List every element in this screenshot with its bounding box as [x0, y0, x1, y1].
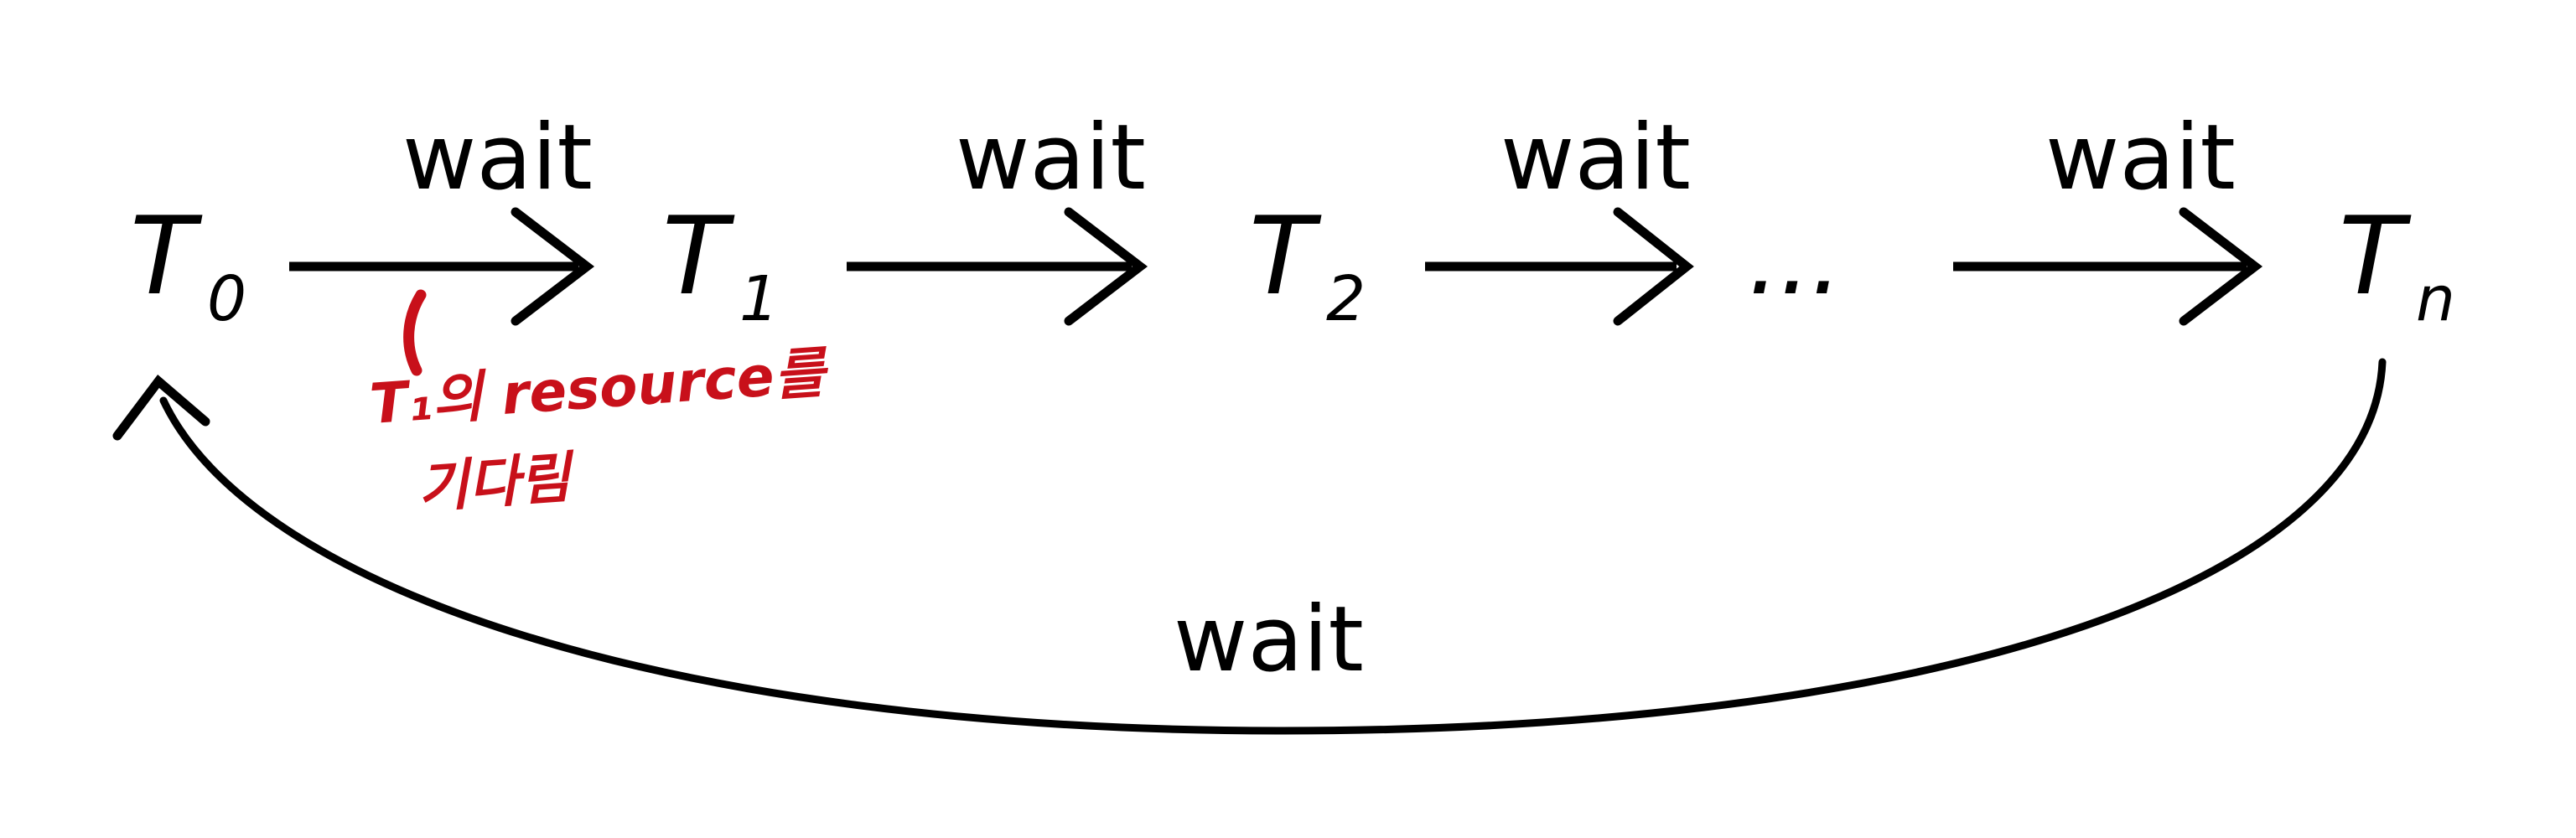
node-t0-subscript: 0 [207, 263, 246, 335]
node-t2-base: T [1249, 194, 1322, 319]
edge-t0-t1 [289, 207, 595, 326]
node-t0-base: T [130, 194, 203, 319]
edge-t1-t2 [847, 207, 1148, 326]
edge-label-dots-tn: wait [2045, 106, 2236, 210]
node-t1-base: T [662, 194, 735, 319]
edge-t2-dots [1425, 207, 1694, 326]
node-t2-subscript: 2 [1326, 263, 1366, 335]
node-t1: T 1 [662, 194, 779, 335]
back-edge-tn-t0 [112, 358, 2387, 735]
node-t2: T 2 [1249, 194, 1366, 335]
node-tn-base: T [2339, 194, 2412, 319]
arrowhead-icon [511, 207, 595, 326]
arrowhead-icon [1064, 207, 1148, 326]
edge-label-t1-t2: wait [956, 106, 1146, 210]
edge-label-back-wait: wait [1174, 587, 1364, 692]
arrowhead-icon [1613, 207, 1694, 326]
node-tn-subscript: n [2416, 263, 2455, 335]
annotation-paren-mark [403, 289, 427, 376]
annotation-line-2: 기다림 [416, 445, 578, 520]
edge-dots-tn [1953, 207, 2263, 326]
node-ellipsis-base: ... [1748, 201, 1843, 317]
arrowhead-icon [2179, 207, 2263, 326]
node-t1-subscript: 1 [739, 263, 779, 335]
edge-label-t2-dots: wait [1501, 106, 1691, 210]
annotation-line-1: T₁의 resource를 [368, 340, 832, 437]
arrowhead-icon [112, 375, 210, 441]
back-edge-curve [159, 358, 2387, 735]
node-tn: T n [2339, 194, 2455, 335]
node-t0: T 0 [130, 194, 246, 335]
node-ellipsis: ... [1748, 201, 1843, 317]
edge-label-t0-t1: wait [402, 106, 593, 210]
